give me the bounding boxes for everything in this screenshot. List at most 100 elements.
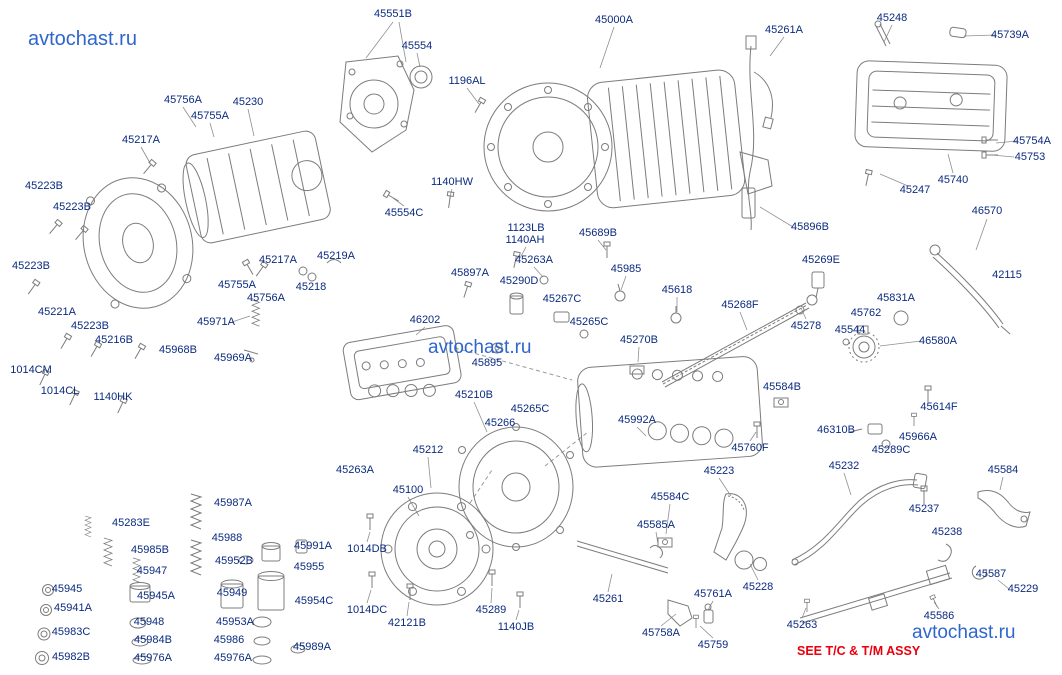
part-label: 1140JB bbox=[497, 621, 535, 633]
part-label: 45554C bbox=[384, 207, 424, 219]
part-label: 45831A bbox=[877, 292, 915, 304]
assembly-note: SEE T/C & T/M ASSY bbox=[797, 644, 921, 658]
part-label: 1196AL bbox=[448, 75, 486, 87]
part-label: 45969A bbox=[214, 352, 252, 364]
part-label: 45230 bbox=[232, 96, 264, 108]
part-label: 45985B bbox=[131, 544, 169, 556]
part-label: 45954C bbox=[294, 595, 334, 607]
part-label: 45949 bbox=[216, 587, 248, 599]
part-label: 45223B bbox=[71, 320, 109, 332]
part-label: 45982B bbox=[52, 651, 90, 663]
lower-case-drawing bbox=[575, 356, 763, 468]
oil-pipe-drawing bbox=[791, 472, 1031, 566]
part-label: 45216B bbox=[95, 334, 133, 346]
part-label: 45587 bbox=[975, 568, 1007, 580]
part-label: 45212 bbox=[412, 444, 444, 456]
part-label: 45614F bbox=[920, 401, 958, 413]
part-label: 45261A bbox=[765, 24, 803, 36]
part-label: 46580A bbox=[919, 335, 957, 347]
part-label: 45265C bbox=[510, 403, 550, 415]
part-label: 45584C bbox=[650, 491, 690, 503]
part-label: 45740 bbox=[937, 174, 969, 186]
bell-housing-left-drawing bbox=[82, 177, 194, 309]
part-label: 45760F bbox=[731, 442, 769, 454]
part-label: 45100 bbox=[392, 484, 424, 496]
bracket-45551-drawing bbox=[339, 55, 433, 153]
part-label: 45753 bbox=[1014, 151, 1046, 163]
part-label: 1014CL bbox=[40, 385, 80, 397]
part-label: 45976A bbox=[134, 652, 172, 664]
part-label: 45265C bbox=[569, 316, 609, 328]
part-label: 45756A bbox=[164, 94, 202, 106]
part-label: 45991A bbox=[294, 540, 332, 552]
part-label: 45955 bbox=[293, 561, 325, 573]
part-label: 45551B bbox=[374, 8, 412, 20]
springs-cluster-drawing bbox=[35, 493, 308, 665]
part-label: 45755A bbox=[191, 110, 229, 122]
part-label: 45947 bbox=[136, 565, 168, 577]
part-label: 1140AH bbox=[505, 234, 545, 246]
dipstick-tube-drawing bbox=[842, 244, 1011, 363]
part-label: 45762 bbox=[850, 307, 882, 319]
part-label: 45270B bbox=[620, 334, 658, 346]
part-label: 45248 bbox=[876, 12, 908, 24]
small-parts-drawing bbox=[25, 96, 952, 609]
valve-body-drawing bbox=[342, 325, 462, 401]
part-label: 45897A bbox=[451, 267, 489, 279]
part-label: 45210B bbox=[455, 389, 493, 401]
part-label: 45219A bbox=[317, 250, 355, 262]
part-label: 45759 bbox=[697, 639, 729, 651]
part-label: 45278 bbox=[790, 320, 822, 332]
part-label: 46202 bbox=[409, 314, 441, 326]
part-label: 45247 bbox=[899, 184, 931, 196]
part-label: 45586 bbox=[923, 610, 955, 622]
part-label: 45263A bbox=[336, 464, 374, 476]
part-label: 45228 bbox=[742, 581, 774, 593]
part-label: 45739A bbox=[991, 29, 1029, 41]
watermark: avtochast.ru bbox=[428, 337, 532, 358]
watermark: avtochast.ru bbox=[912, 622, 1016, 643]
part-label: 1123LB bbox=[507, 222, 545, 234]
part-label: 45289 bbox=[475, 604, 507, 616]
part-label: 45986 bbox=[213, 634, 245, 646]
part-label: 45987A bbox=[214, 497, 252, 509]
part-label: 1014CM bbox=[10, 364, 52, 376]
part-label: 45758A bbox=[642, 627, 680, 639]
part-label: 45985 bbox=[610, 263, 642, 275]
part-label: 45618 bbox=[661, 284, 693, 296]
part-label: 45218 bbox=[295, 281, 327, 293]
part-label: 45966A bbox=[899, 431, 937, 443]
part-label: 45689B bbox=[579, 227, 617, 239]
part-label: 45223B bbox=[53, 201, 91, 213]
part-label: 45269E bbox=[802, 254, 840, 266]
part-label: 42121B bbox=[388, 617, 426, 629]
part-label: 45223B bbox=[12, 260, 50, 272]
part-label: 1014DC bbox=[346, 604, 388, 616]
part-label: 45948 bbox=[133, 616, 165, 628]
part-label: 45554 bbox=[401, 40, 433, 52]
part-label: 45989A bbox=[293, 641, 331, 653]
part-label: 1014DB bbox=[347, 543, 387, 555]
part-label: 45585A bbox=[637, 519, 675, 531]
oil-pan-drawing bbox=[854, 20, 1008, 187]
kickdown-rod-drawing bbox=[661, 271, 825, 388]
part-label: 45895 bbox=[471, 357, 503, 369]
part-label: 45290D bbox=[499, 275, 539, 287]
part-label: 45971A bbox=[197, 316, 235, 328]
part-label: 46310B bbox=[817, 424, 855, 436]
bell-housing-bottom-drawing bbox=[458, 423, 574, 551]
part-label: 45945 bbox=[51, 583, 83, 595]
part-label: 45754A bbox=[1013, 135, 1051, 147]
part-label: 45267C bbox=[542, 293, 582, 305]
part-label: 45217A bbox=[259, 254, 297, 266]
case-45230-drawing bbox=[182, 130, 331, 244]
transmission-assembly-drawing bbox=[483, 69, 773, 212]
part-label: 45756A bbox=[247, 292, 285, 304]
part-label: 45584 bbox=[987, 464, 1019, 476]
part-label: 45232 bbox=[828, 460, 860, 472]
part-label: 45289C bbox=[871, 444, 911, 456]
part-label: 45945A bbox=[137, 590, 175, 602]
watermark: avtochast.ru bbox=[28, 28, 137, 50]
